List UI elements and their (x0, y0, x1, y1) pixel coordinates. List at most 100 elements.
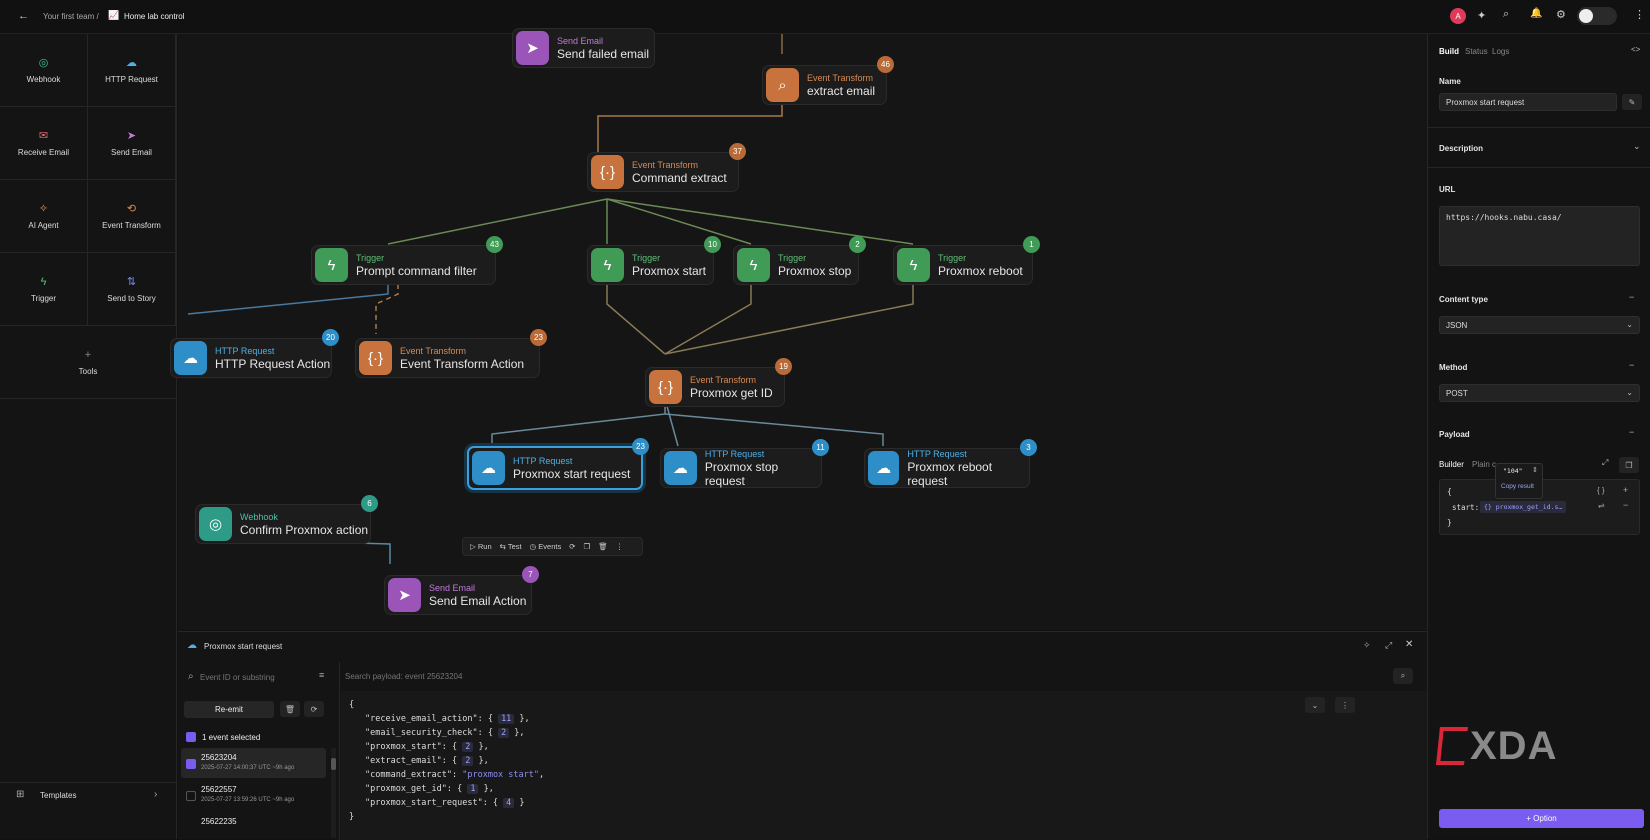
edit-name-button[interactable]: ✎ (1622, 94, 1642, 110)
tool-http-request[interactable]: ☁HTTP Request (88, 34, 176, 107)
tool-webhook[interactable]: ◎Webhook (0, 34, 88, 107)
templates-row[interactable]: ⊞ Templates › (0, 782, 177, 808)
sparkle-icon[interactable]: ✦ (1477, 10, 1487, 22)
delete-icon[interactable]: 🗑 (598, 542, 608, 551)
json-more-button[interactable]: ⋮ (1335, 697, 1355, 713)
tool-send-email[interactable]: ➤Send Email (88, 107, 176, 180)
settings-icon[interactable]: ⚙ (1556, 9, 1566, 21)
avatar[interactable]: A (1450, 8, 1466, 24)
collapse-icon[interactable]: − (1629, 360, 1635, 370)
delete-events-button[interactable]: 🗑 (280, 701, 300, 717)
chevron-down-icon[interactable]: ⌄ (1633, 141, 1641, 151)
collapse-icon[interactable]: − (1629, 292, 1635, 302)
events-button[interactable]: ◷ Events (529, 542, 562, 551)
bell-icon[interactable]: 🔔 (1530, 8, 1543, 19)
tab-plain-code[interactable]: Plain c (1472, 460, 1497, 469)
tab-logs[interactable]: Logs (1492, 47, 1510, 56)
collapse-icon[interactable]: − (1629, 427, 1635, 437)
team-breadcrumb[interactable]: Your first team / (43, 12, 99, 21)
reemit-button[interactable]: Re-emit (184, 701, 274, 718)
payload-pane: ⌕ ⌄ ⋮ { "receive_email_action": { 11 }, … (341, 662, 1427, 840)
tool-send-to-story[interactable]: ⇅Send to Story (88, 253, 176, 326)
result-tooltip: "104" ⇕ Copy result (1495, 463, 1543, 499)
description-label[interactable]: Description (1439, 144, 1484, 153)
payload-pill[interactable]: {} proxmox_get_id.s… (1480, 501, 1567, 513)
run-count-badge: 37 (729, 143, 746, 160)
payload-search-input[interactable] (345, 668, 745, 684)
content-type-label: Content type (1439, 295, 1488, 304)
expand-icon[interactable]: ⤢ (1602, 458, 1609, 467)
refresh-icon[interactable]: ⟳ (569, 542, 576, 551)
json-line: "extract_email": { 2 }, (365, 756, 489, 766)
more-icon[interactable]: ⋮ (1634, 9, 1645, 21)
url-field[interactable]: https://hooks.nabu.casa/ (1439, 206, 1640, 266)
event-row[interactable]: 25622235 (181, 812, 326, 838)
templates-label: Templates (40, 791, 77, 800)
event-row[interactable]: 25622557 2025-07-27 13:59:26 UTC ~9h ago (181, 780, 326, 810)
search-icon[interactable]: ⌕ (1503, 8, 1510, 20)
stepper-icon[interactable]: ⇕ (1532, 467, 1538, 474)
filter-icon[interactable]: ≡ (319, 670, 325, 680)
more-icon[interactable]: ⋮ (615, 542, 624, 551)
event-search-input[interactable] (200, 669, 310, 685)
story-title[interactable]: Home lab control (124, 12, 185, 21)
tool-receive-email[interactable]: ✉Receive Email (0, 107, 88, 180)
close-icon[interactable]: ✕ (1405, 639, 1414, 650)
back-arrow-icon[interactable]: ← (18, 10, 29, 22)
plus-icon[interactable]: + (1623, 485, 1629, 495)
payload-search-button[interactable]: ⌕ (1393, 668, 1413, 684)
format-icon[interactable]: ⇌ (1598, 501, 1605, 510)
collapse-all-button[interactable]: ⌄ (1305, 697, 1325, 713)
tab-builder[interactable]: Builder (1439, 460, 1464, 469)
tab-status[interactable]: Status (1465, 47, 1488, 56)
name-field[interactable]: Proxmox start request (1439, 93, 1617, 111)
copy-result-button[interactable]: Copy result (1501, 483, 1534, 490)
tab-build[interactable]: Build (1439, 47, 1459, 56)
duplicate-icon[interactable]: ❐ (583, 542, 591, 551)
tool-event-transform[interactable]: ⟲Event Transform (88, 180, 176, 253)
theme-toggle[interactable] (1577, 7, 1617, 25)
minus-icon[interactable]: − (1623, 500, 1629, 510)
pin-icon[interactable]: ✧ (1363, 640, 1371, 650)
run-count-badge: 6 (361, 495, 378, 512)
method-select[interactable]: POST⌄ (1439, 384, 1640, 402)
chevron-down-icon: ⌄ (1626, 320, 1633, 329)
bolt-icon: ϟ (315, 248, 348, 282)
code-toggle-icon[interactable]: <> (1631, 45, 1641, 54)
content-type-select[interactable]: JSON⌄ (1439, 316, 1640, 334)
event-checkbox[interactable] (186, 759, 196, 769)
tool-ai-agent[interactable]: ✧AI Agent (0, 180, 88, 253)
payload-brace: { (1447, 487, 1452, 496)
run-button[interactable]: ▷ Run (470, 542, 492, 551)
event-row[interactable]: 25623204 2025-07-27 14:00:37 UTC ~9h ago (181, 748, 326, 778)
bolt-icon: ϟ (40, 275, 47, 288)
expand-icon[interactable]: ⤢ (1385, 640, 1393, 650)
tool-tools[interactable]: +Tools (0, 326, 177, 399)
test-button[interactable]: ⇆ Test (499, 542, 522, 551)
run-count-badge: 3 (1020, 439, 1037, 456)
refresh-events-button[interactable]: ⟳ (304, 701, 324, 717)
add-option-button[interactable]: + Option (1439, 809, 1644, 828)
event-checkbox[interactable] (186, 791, 196, 801)
copy-payload-button[interactable]: ❐ (1619, 457, 1639, 473)
event-list-scrollbar[interactable] (331, 748, 336, 838)
braces-icon[interactable]: { } (1597, 486, 1605, 495)
select-all-checkbox[interactable] (186, 732, 196, 742)
